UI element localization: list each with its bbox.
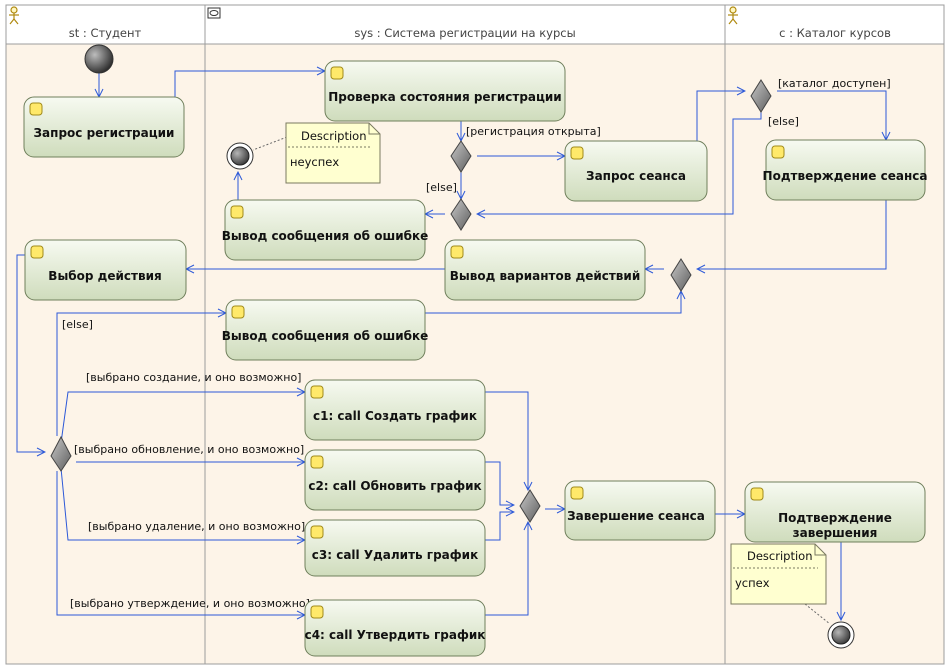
final-node-failure <box>226 142 254 170</box>
action-icon <box>771 145 785 159</box>
flow-c2-merge <box>485 461 514 505</box>
flow-create <box>60 392 305 444</box>
note-failure: Description неуспех <box>252 122 381 184</box>
flow-choose-decision <box>16 254 45 452</box>
svg-text:Вывод вариантов действий: Вывод вариантов действий <box>450 269 640 283</box>
action-icon <box>310 525 324 539</box>
action-icon <box>231 305 245 319</box>
svg-text:Запрос регистрации: Запрос регистрации <box>34 126 175 140</box>
merge-calls <box>519 489 541 523</box>
action-confirm-end[interactable]: Подтверждение завершения <box>744 481 926 543</box>
flow-error-options <box>425 291 681 314</box>
guard-else-1: [else] <box>426 181 457 194</box>
action-request-session[interactable]: Запрос сеанса <box>564 140 708 202</box>
system-icon <box>207 7 221 19</box>
decision-action <box>50 435 72 472</box>
decision-nodes <box>50 79 772 523</box>
flow-session-catalog-decision <box>696 91 745 141</box>
actor-icon <box>9 6 19 25</box>
lane-catalog: c : Каталог курсов <box>728 6 891 40</box>
action-icon <box>30 245 44 259</box>
svg-text:c4: call Утвердить график: c4: call Утвердить график <box>305 628 486 642</box>
svg-text:Запрос сеанса: Запрос сеанса <box>586 169 686 183</box>
merge-error <box>450 198 472 231</box>
svg-text:c2: call Обновить график: c2: call Обновить график <box>308 479 481 493</box>
lane-title-student: st : Студент <box>69 26 142 40</box>
flow-c3-merge <box>485 512 514 541</box>
flow-confirm-options <box>697 200 887 269</box>
action-error-message-1[interactable]: Вывод сообщения об ошибке <box>222 199 429 261</box>
guard-chosen-approve: [выбрано утверждение, и оно возможно] <box>70 597 310 610</box>
flow-catalog-available <box>777 90 886 140</box>
action-icon <box>330 66 344 80</box>
action-show-options[interactable]: Вывод вариантов действий <box>444 239 646 301</box>
lane-student: st : Студент <box>9 6 142 40</box>
action-icon <box>310 605 324 619</box>
action-end-session[interactable]: Завершение сеанса <box>564 480 716 541</box>
lane-title-catalog: c : Каталог курсов <box>779 26 891 40</box>
action-call-delete[interactable]: c3: call Удалить график <box>304 519 486 577</box>
svg-text:завершения: завершения <box>793 526 878 540</box>
guard-else-3: [else] <box>62 318 93 331</box>
action-confirm-session[interactable]: Подтверждение сеанса <box>763 139 928 201</box>
svg-text:Вывод сообщения об ошибке: Вывод сообщения об ошибке <box>222 229 429 243</box>
merge-options <box>670 258 692 292</box>
action-choose-action[interactable]: Выбор действия <box>24 239 187 301</box>
action-check-registration[interactable]: Проверка состояния регистрации <box>324 60 566 122</box>
svg-text:Выбор действия: Выбор действия <box>48 269 161 283</box>
svg-text:Вывод сообщения об ошибке: Вывод сообщения об ошибке <box>222 329 429 343</box>
flow-c1-merge <box>485 391 528 490</box>
action-icon <box>750 487 764 501</box>
action-icon <box>310 385 324 399</box>
action-request-registration[interactable]: Запрос регистрации <box>23 96 185 158</box>
note-success-text: успех <box>735 576 770 590</box>
action-icon <box>29 102 43 116</box>
action-icon <box>450 245 464 259</box>
action-call-create[interactable]: c1: call Создать график <box>304 379 486 441</box>
guard-chosen-create: [выбрано создание, и оно возможно] <box>86 371 301 384</box>
decision-registration <box>450 140 472 173</box>
flow-else-error <box>56 313 226 436</box>
flow-request-check <box>174 71 325 97</box>
initial-node <box>84 44 114 74</box>
svg-text:Проверка состояния регистрации: Проверка состояния регистрации <box>328 90 561 104</box>
note-success: Description успех <box>730 543 831 625</box>
svg-text:Подтверждение: Подтверждение <box>778 511 892 525</box>
control-flows <box>16 71 887 620</box>
action-icon <box>230 205 244 219</box>
action-icon <box>310 455 324 469</box>
guard-chosen-update: [выбрано обновление, и оно возможно] <box>74 443 304 456</box>
action-icon <box>570 486 584 500</box>
flow-approve <box>56 471 305 615</box>
lane-system: sys : Система регистрации на курсы <box>207 7 576 40</box>
flow-catalog-else <box>477 112 762 214</box>
guard-registration-open: [регистрация открыта] <box>466 125 601 138</box>
note-success-title: Description <box>747 549 813 563</box>
svg-text:c3: call Удалить график: c3: call Удалить график <box>312 548 478 562</box>
lane-title-system: sys : Система регистрации на курсы <box>354 26 575 40</box>
note-failure-title: Description <box>301 129 367 143</box>
guard-else-2: [else] <box>768 115 799 128</box>
final-node-success <box>827 621 855 649</box>
action-error-message-2[interactable]: Вывод сообщения об ошибке <box>222 299 429 361</box>
svg-text:c1: call Создать график: c1: call Создать график <box>313 409 477 423</box>
actor-icon <box>728 6 738 25</box>
flow-c4-merge <box>485 522 528 616</box>
action-call-update[interactable]: c2: call Обновить график <box>304 449 486 511</box>
guard-chosen-delete: [выбрано удаление, и оно возможно] <box>88 520 305 533</box>
decision-catalog <box>750 79 772 113</box>
flow-delete <box>60 467 305 540</box>
svg-text:Подтверждение сеанса: Подтверждение сеанса <box>763 169 928 183</box>
svg-text:Завершение сеанса: Завершение сеанса <box>567 509 705 523</box>
guards: [регистрация открыта] [else] [каталог до… <box>62 77 891 610</box>
guard-catalog-available: [каталог доступен] <box>778 77 891 90</box>
action-icon <box>570 146 584 160</box>
action-call-approve[interactable]: c4: call Утвердить график <box>304 599 486 657</box>
note-failure-text: неуспех <box>290 155 339 169</box>
